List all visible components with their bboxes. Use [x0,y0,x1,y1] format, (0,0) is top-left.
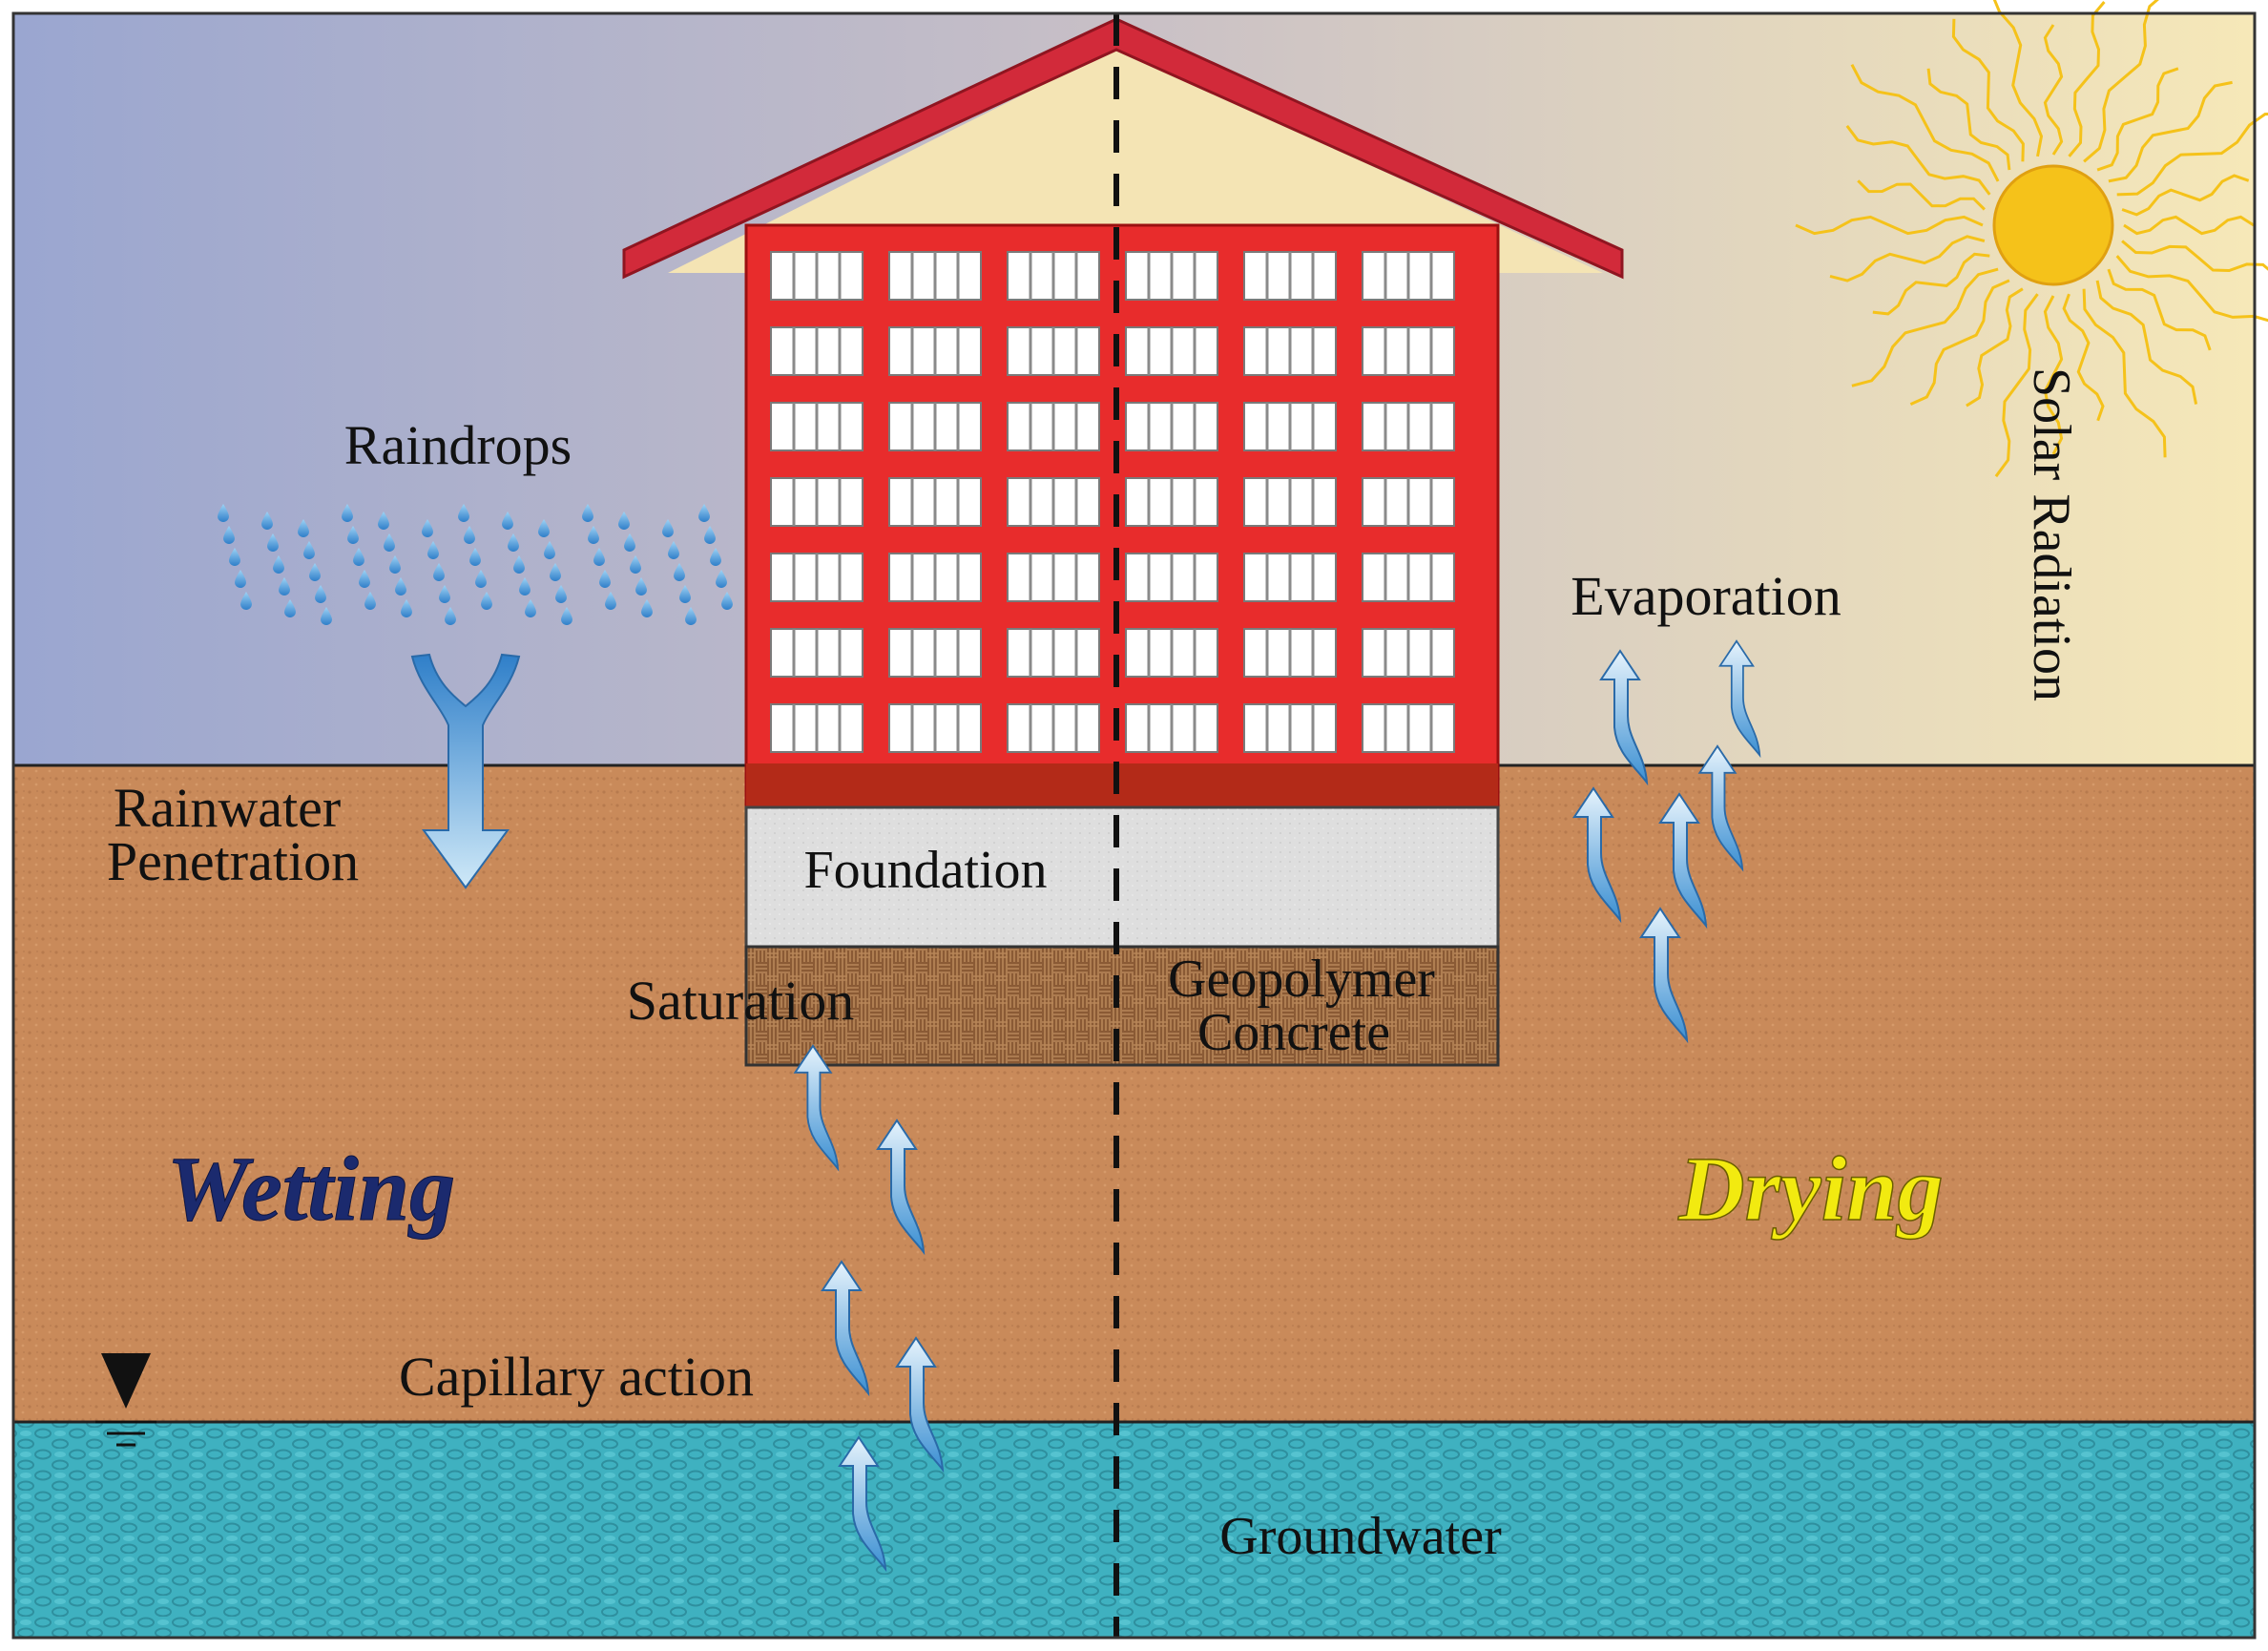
sun-ray [1850,63,2000,182]
rainwater-label-line2: Penetration [107,830,359,892]
sun-ray [1994,293,2039,478]
window [770,402,864,451]
sun-ray [1795,215,1984,236]
window [1007,703,1100,753]
window [888,402,982,451]
sun-ray [2082,288,2167,458]
window [1007,477,1100,527]
sun-ray [2096,67,2179,172]
building-windows [770,251,1455,753]
capillary-action-label: Capillary action [399,1346,754,1408]
window [1125,326,1218,376]
window [1125,477,1218,527]
groundwater-label: Groundwater [1219,1507,1502,1566]
window [888,477,982,527]
sun-ray [1951,18,2025,162]
saturation-label: Saturation [627,970,854,1032]
window [1362,402,1455,451]
groundwater-layer [13,1422,2255,1638]
window [770,477,864,527]
sun-ray [2121,240,2268,273]
building [744,223,1500,809]
window [1243,628,1337,678]
window [770,628,864,678]
window [1007,402,1100,451]
sun-ray [1992,0,2044,157]
sun-ray [2095,280,2198,405]
sun-ray [1926,68,2011,171]
sun-ray [1872,252,1990,316]
window [1243,703,1337,753]
window [1125,553,1218,602]
window [1007,251,1100,301]
roof-gable [668,48,1603,273]
window [1362,477,1455,527]
solar-radiation-label: Solar Radiation [2022,367,2081,701]
water-table-icon [95,1353,156,1447]
window [770,251,864,301]
window [1125,251,1218,301]
window [1243,326,1337,376]
geopolymer-concrete-block [744,945,1500,1067]
drying-label: Drying [1677,1138,1943,1240]
window [1362,326,1455,376]
sun-ray [1857,179,1986,211]
sun-ray [2043,295,2064,455]
window [888,628,982,678]
window [770,553,864,602]
window [1243,553,1337,602]
window [1243,251,1337,301]
sun-ray [2108,80,2233,183]
sun-ray [2121,174,2250,217]
window [1125,402,1218,451]
window [888,251,982,301]
raindrops-label: Raindrops [344,414,572,476]
rainwater-label-line1: Rainwater [114,777,341,839]
window [770,703,864,753]
sun-icon [1795,0,2268,478]
sun-ray [2043,24,2064,156]
sun-ray [2068,1,2106,157]
foundation-label: Foundation [803,841,1047,900]
window [1362,703,1455,753]
sun-ray [1966,287,2024,408]
foundation-block [744,805,1500,949]
window [1243,477,1337,527]
sun-ray [1851,267,1999,387]
sun-ray [2083,0,2159,163]
window [888,703,982,753]
sun-ray [1829,235,1986,282]
window [888,326,982,376]
window [1007,326,1100,376]
window [1243,402,1337,451]
window [1362,553,1455,602]
window [1362,628,1455,678]
window [1125,703,1218,753]
geopolymer-label-line2: Concrete [1197,1003,1390,1062]
evaporation-label: Evaporation [1571,565,1841,627]
window [1362,251,1455,301]
rainwater-arrow [410,653,521,889]
sun-ray [2115,255,2268,323]
sun-ray [1845,124,1991,196]
sun-ray [2123,215,2255,236]
window [1007,553,1100,602]
window [888,553,982,602]
window [770,326,864,376]
geopolymer-label-line1: Geopolymer [1168,950,1435,1009]
window [1007,628,1100,678]
sun-ray [2062,293,2105,422]
wetting-label: Wetting [167,1138,455,1240]
sun-ray [2107,268,2212,351]
window [1125,628,1218,678]
sun-ray [1909,279,2010,406]
